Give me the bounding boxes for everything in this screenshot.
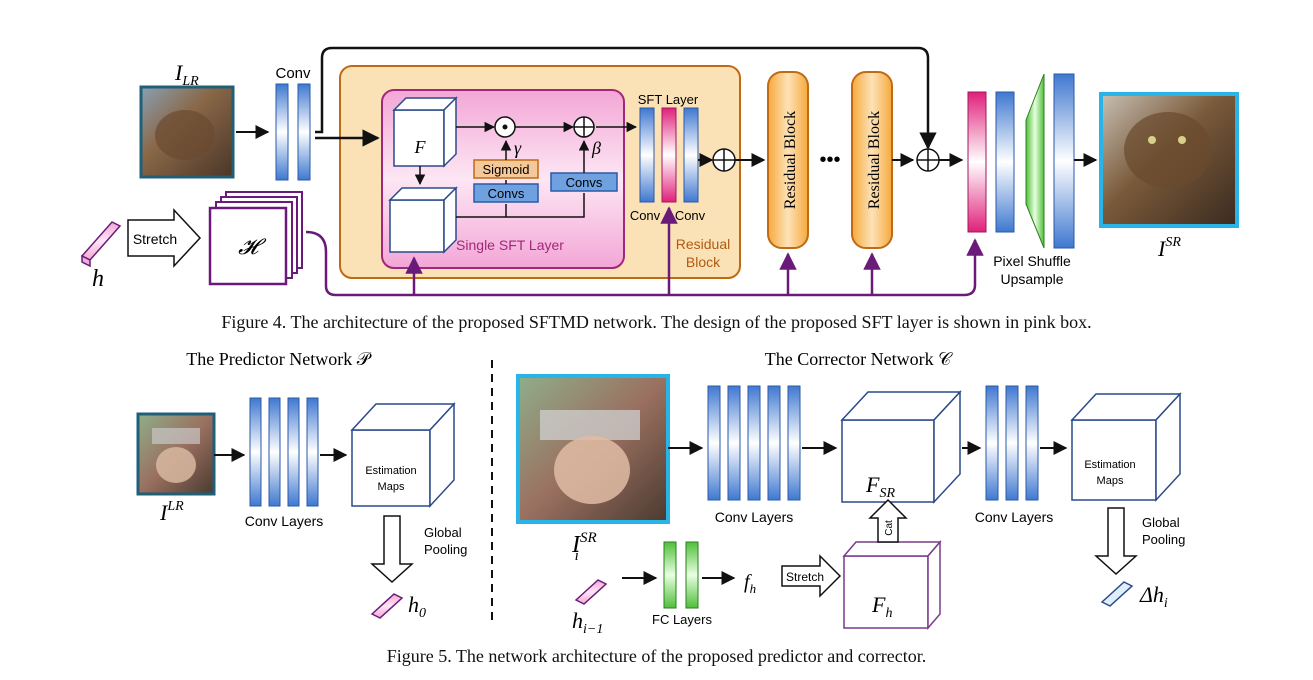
single-sft-label: Single SFT Layer bbox=[456, 237, 564, 253]
fc-layer-2 bbox=[685, 541, 699, 609]
corr-conv-4 bbox=[767, 385, 781, 501]
pixel-shuffle-upsample bbox=[1025, 73, 1045, 249]
corr-stretch-label: Stretch bbox=[786, 570, 824, 584]
residual-block-1-label: Residual Block bbox=[782, 111, 799, 209]
conv-label: Conv bbox=[275, 65, 311, 82]
cat-label: Cat bbox=[884, 520, 895, 536]
figure-4: ILR Conv Residual Block Single SFT Layer… bbox=[80, 46, 1239, 297]
residual-block-1 bbox=[767, 71, 809, 249]
sigmoid-label: Sigmoid bbox=[483, 162, 530, 177]
figure-5: The Predictor Network 𝒫 The Corrector Ne… bbox=[136, 349, 1185, 637]
pred-conv-3 bbox=[287, 397, 300, 507]
hadamard-dot bbox=[502, 124, 508, 130]
pred-conv-1 bbox=[249, 397, 262, 507]
pred-global-label-1: Global bbox=[424, 525, 462, 540]
corr-conv-7 bbox=[1005, 385, 1019, 501]
pred-conv-4 bbox=[306, 397, 319, 507]
h-prev-label: hi−1 bbox=[572, 608, 603, 637]
sft-conv-label-2: Conv bbox=[675, 208, 706, 223]
output-conv bbox=[1053, 73, 1075, 249]
fc-layers-label: FC Layers bbox=[652, 612, 712, 627]
cat-arrow-icon bbox=[868, 498, 908, 543]
sft-conv-label-1: Conv bbox=[630, 208, 661, 223]
pixel-shuffle-label-2: Upsample bbox=[1000, 271, 1063, 287]
condition-to-convs-beta bbox=[456, 193, 585, 218]
fsr-cube bbox=[840, 390, 962, 504]
pixel-shuffle-label-1: Pixel Shuffle bbox=[993, 253, 1071, 269]
cat-face-shape bbox=[155, 110, 215, 160]
delta-h-label: Δhi bbox=[1139, 582, 1168, 611]
pred-conv-layers-label: Conv Layers bbox=[245, 513, 324, 529]
corr-conv-6 bbox=[985, 385, 999, 501]
corr-conv-8 bbox=[1025, 385, 1039, 501]
pred-estimation-label-2: Maps bbox=[378, 481, 405, 493]
h-label: h bbox=[92, 266, 104, 292]
residual-block-inner-label-2: Block bbox=[686, 254, 721, 270]
sft-conv-2 bbox=[683, 107, 699, 203]
convs-label-beta: Convs bbox=[566, 175, 603, 190]
F-label: F bbox=[414, 137, 427, 157]
condition-bus bbox=[305, 230, 984, 297]
feature-cube-F bbox=[392, 96, 458, 168]
fh-label: fh bbox=[744, 571, 756, 596]
residual-block-inner-label-1: Residual bbox=[676, 236, 730, 252]
input-lr-label: ILR bbox=[174, 60, 199, 89]
fsr-label: FSR bbox=[865, 472, 895, 501]
pred-pooling-arrow-icon bbox=[370, 515, 414, 584]
corr-global-label-1: Global bbox=[1142, 515, 1180, 530]
corr-global-label-2: Pooling bbox=[1142, 532, 1185, 547]
delta-h-vector-icon bbox=[1100, 581, 1134, 607]
tail-conv bbox=[995, 91, 1015, 233]
corr-conv-layers-label: Conv Layers bbox=[715, 509, 794, 525]
fc-layer-1 bbox=[663, 541, 677, 609]
convs-label-gamma: Convs bbox=[488, 186, 525, 201]
corrector-title: The Corrector Network 𝒞 bbox=[765, 349, 953, 369]
h0-vector-icon bbox=[370, 593, 404, 619]
cat-sr-face-shape bbox=[1124, 112, 1212, 188]
predictor-ilr-label: ILR bbox=[159, 499, 184, 525]
gamma-label: γ bbox=[514, 138, 522, 158]
pred-estimation-cube bbox=[350, 402, 456, 508]
corr-estimation-label-2: Maps bbox=[1097, 475, 1124, 487]
tail-sft-layer bbox=[967, 91, 987, 233]
h-prev-vector-icon bbox=[574, 579, 608, 605]
sft-layer-bar bbox=[661, 107, 677, 203]
corr-conv-1 bbox=[707, 385, 721, 501]
predictor-title: The Predictor Network 𝒫 bbox=[186, 349, 371, 369]
sft-layer-label: SFT Layer bbox=[638, 92, 699, 107]
corr-conv-3 bbox=[747, 385, 761, 501]
kernel-code-h-icon bbox=[80, 221, 122, 261]
stretch-arrow-icon bbox=[127, 208, 202, 268]
figure-5-caption: Figure 5. The network architecture of th… bbox=[386, 646, 927, 666]
pred-conv-2 bbox=[268, 397, 281, 507]
corr-conv-layers-label-2: Conv Layers bbox=[975, 509, 1054, 525]
degradation-maps-stack bbox=[208, 191, 303, 286]
beta-label: β bbox=[591, 138, 601, 158]
sft-conv-1 bbox=[639, 107, 655, 203]
output-sr-label: ISR bbox=[1157, 235, 1181, 261]
global-skip-connection bbox=[315, 46, 937, 150]
corr-stretch-arrow-icon bbox=[781, 554, 842, 598]
corr-estimation-cube bbox=[1070, 392, 1182, 502]
pred-global-label-2: Pooling bbox=[424, 542, 467, 557]
residual-block-2-label: Residual Block bbox=[866, 111, 883, 209]
figure-4-caption: Figure 4. The architecture of the propos… bbox=[221, 312, 1092, 332]
corr-estimation-label-1: Estimation bbox=[1084, 459, 1135, 471]
fh-cube bbox=[842, 539, 942, 631]
pred-estimation-label-1: Estimation bbox=[365, 465, 416, 477]
h0-label: h0 bbox=[408, 592, 426, 621]
ellipsis-dots: ••• bbox=[819, 149, 840, 171]
conv-layer bbox=[297, 83, 311, 181]
Fh-label: Fh bbox=[871, 592, 892, 621]
stretch-label: Stretch bbox=[133, 231, 177, 247]
corr-conv-5 bbox=[787, 385, 801, 501]
conv-layer bbox=[275, 83, 289, 181]
corr-conv-2 bbox=[727, 385, 741, 501]
condition-cube bbox=[388, 186, 458, 254]
corr-pooling-arrow-icon bbox=[1094, 507, 1138, 576]
